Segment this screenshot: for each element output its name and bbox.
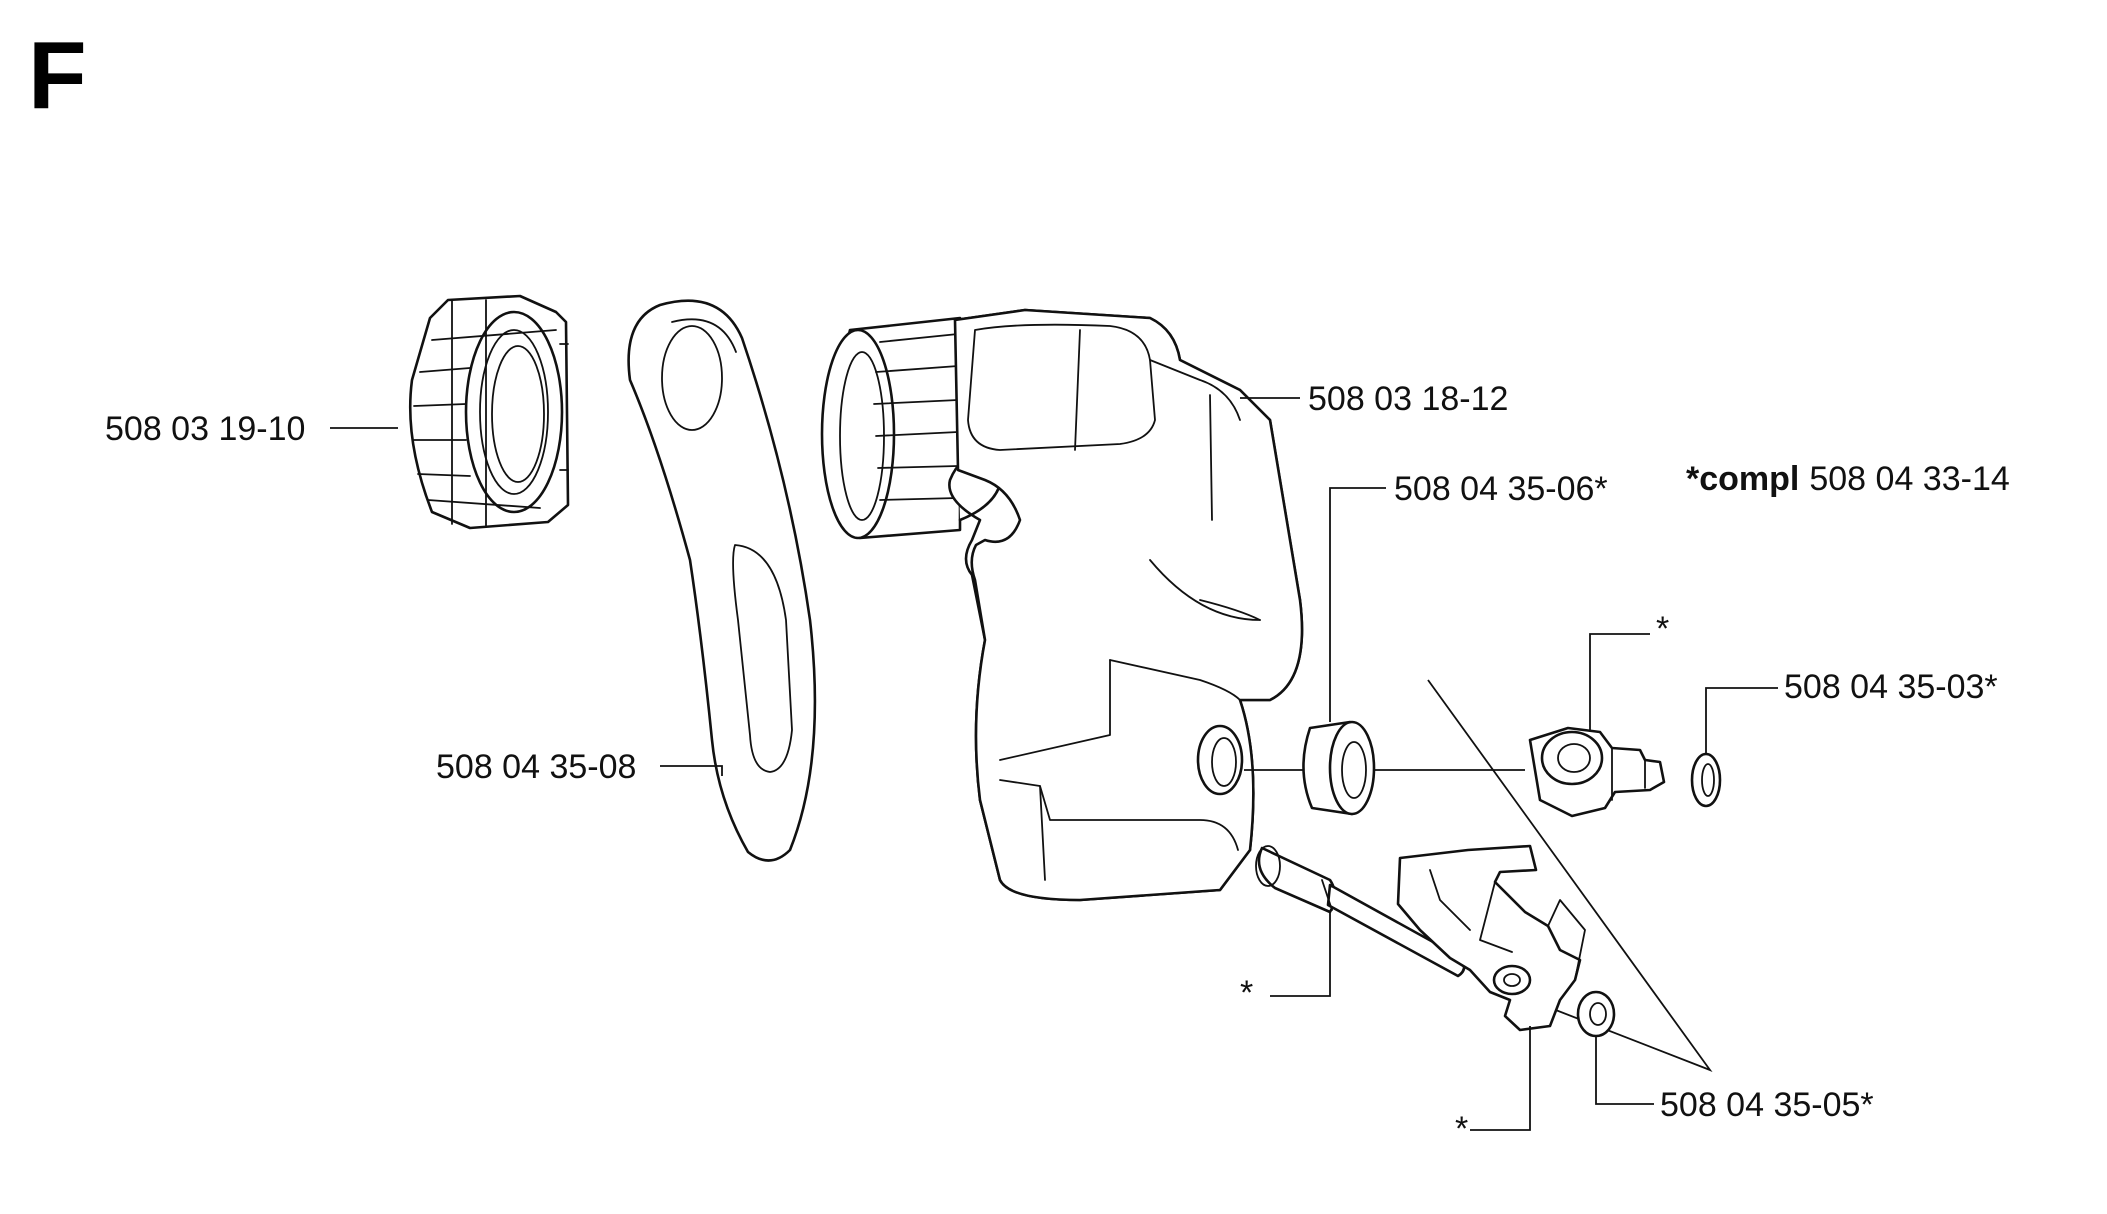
pump-lever-part[interactable] [1396, 844, 1586, 1032]
label-star-top[interactable]: * [1656, 610, 1669, 648]
bushing-part[interactable] [1302, 720, 1376, 816]
label-bushing[interactable]: 508 04 35-06* [1394, 470, 1608, 508]
compl-prefix: *compl [1686, 460, 1799, 498]
oil-pump-housing-part[interactable] [820, 308, 1304, 902]
guide-plate-part[interactable] [627, 299, 817, 862]
plate-leader [660, 765, 723, 776]
label-housing[interactable]: 508 03 18-12 [1308, 380, 1508, 418]
oring-leader [1705, 687, 1778, 754]
label-nut[interactable]: 508 03 19-10 [105, 410, 305, 448]
label-star-pin[interactable]: * [1240, 974, 1253, 1012]
compl-part-number[interactable]: 508 04 33-14 [1809, 460, 2009, 498]
washer-part[interactable] [1576, 990, 1616, 1038]
knurled-nut-part[interactable] [408, 294, 570, 530]
label-washer[interactable]: 508 04 35-05* [1660, 1086, 1874, 1124]
label-oring[interactable]: 508 04 35-03* [1784, 668, 1998, 706]
label-star-bottom[interactable]: * [1455, 1110, 1468, 1148]
section-letter: F [28, 22, 87, 129]
o-ring-part[interactable] [1690, 752, 1722, 808]
washer-leader [1595, 1036, 1654, 1105]
compl-note: *compl 508 04 33-14 [1686, 460, 2010, 498]
pump-valve-part[interactable] [1528, 726, 1666, 818]
label-plate[interactable]: 508 04 35-08 [436, 748, 636, 786]
bushing-leader [1329, 487, 1386, 722]
valve-leader [1589, 633, 1650, 732]
plunger-leader [1270, 912, 1331, 997]
lever-leader [1470, 1026, 1531, 1131]
